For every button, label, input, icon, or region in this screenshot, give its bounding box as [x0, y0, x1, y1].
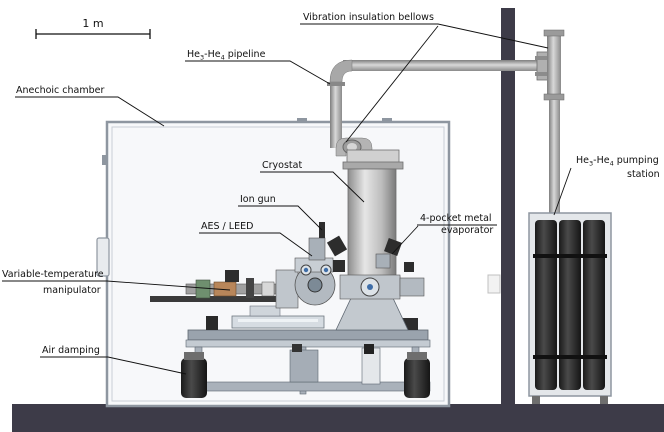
label-ion-gun: Ion gun: [240, 194, 276, 205]
labels: Vibration insulation bellows He3-He4 pip…: [2, 12, 660, 356]
air-damping: [181, 352, 430, 398]
wall-column: [501, 8, 515, 406]
label-manipulator-line2: manipulator: [43, 285, 101, 296]
label-cryostat: Cryostat: [262, 160, 302, 171]
label-vibration-bellows: Vibration insulation bellows: [303, 12, 434, 23]
floor: [12, 404, 664, 432]
chamber-door-handle: [96, 237, 110, 277]
label-anechoic-chamber: Anechoic chamber: [16, 85, 104, 96]
label-pumping-line2: station: [627, 169, 660, 180]
leader-lines: [2, 23, 572, 375]
pumping-station: [487, 212, 612, 404]
label-evaporator-line1: 4-pocket metal: [420, 213, 492, 224]
he3-he4-pipeline: [327, 29, 565, 218]
label-pumping-line1: He3-He4 pumping: [576, 155, 659, 168]
label-air-damping: Air damping: [42, 345, 100, 356]
uhv-chamber: [150, 222, 425, 309]
scale-bar-label: 1 m: [82, 17, 103, 30]
label-evaporator-line2: evaporator: [441, 225, 493, 236]
label-aes-leed: AES / LEED: [201, 221, 253, 232]
scale-bar: 1 m: [35, 17, 151, 39]
label-pipeline: He3-He4 pipeline: [187, 49, 266, 62]
label-manipulator-line1: Variable-temperature: [2, 269, 104, 280]
